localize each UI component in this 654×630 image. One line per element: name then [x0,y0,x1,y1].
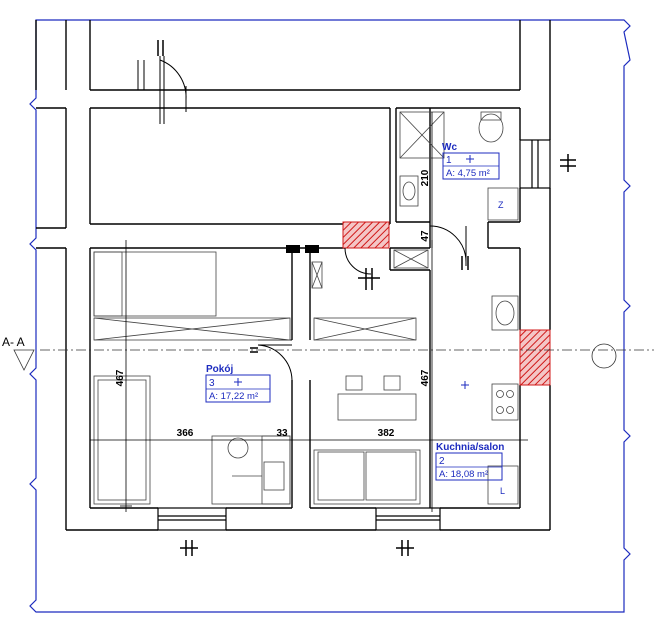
dim-door-gap: 47 [420,230,431,242]
windows [157,139,551,531]
door-marks [157,40,469,353]
dim-kitchen-height: 467 [420,369,431,386]
furniture-kitchen [311,249,519,505]
window-marks [180,154,576,556]
vent-marker: Z [498,200,504,210]
room-name: Wc [442,142,457,153]
room-label-pokoj: Pokój 3 A: 17,22 m² [205,364,271,403]
dim-pokoj-width: 366 [177,428,194,439]
dim-wc-height: 210 [420,169,431,186]
hatched-columns [342,221,551,386]
dim-wall-thickness: 33 [276,428,288,439]
drawing-frame [29,19,631,613]
section-line [13,343,654,371]
dimension-labels: 210 47 467 467 366 33 382 [115,169,431,439]
room-number: 3 [209,378,215,389]
dim-kitchen-width: 382 [378,428,395,439]
room-label-kitchen: Kuchnia/salon 2 A: 18,08 m² [435,381,504,481]
room-area: A: 4,75 m² [446,168,490,179]
vent-blocks [286,245,319,253]
room-area: A: 17,22 m² [209,391,258,402]
room-area: A: 18,08 m² [439,469,488,480]
dimension-lines [89,112,528,512]
doors [137,56,467,381]
room-number: 2 [439,456,445,467]
dim-pokoj-height: 467 [115,369,126,386]
fridge-marker: L [500,486,505,496]
room-name: Pokój [206,364,233,375]
room-number: 1 [446,155,452,166]
room-name: Kuchnia/salon [436,442,504,453]
room-label-wc: Wc 1 A: 4,75 m² [442,142,500,180]
walls [35,20,551,531]
section-label: A- A [2,335,25,349]
furniture-wc [399,111,519,221]
